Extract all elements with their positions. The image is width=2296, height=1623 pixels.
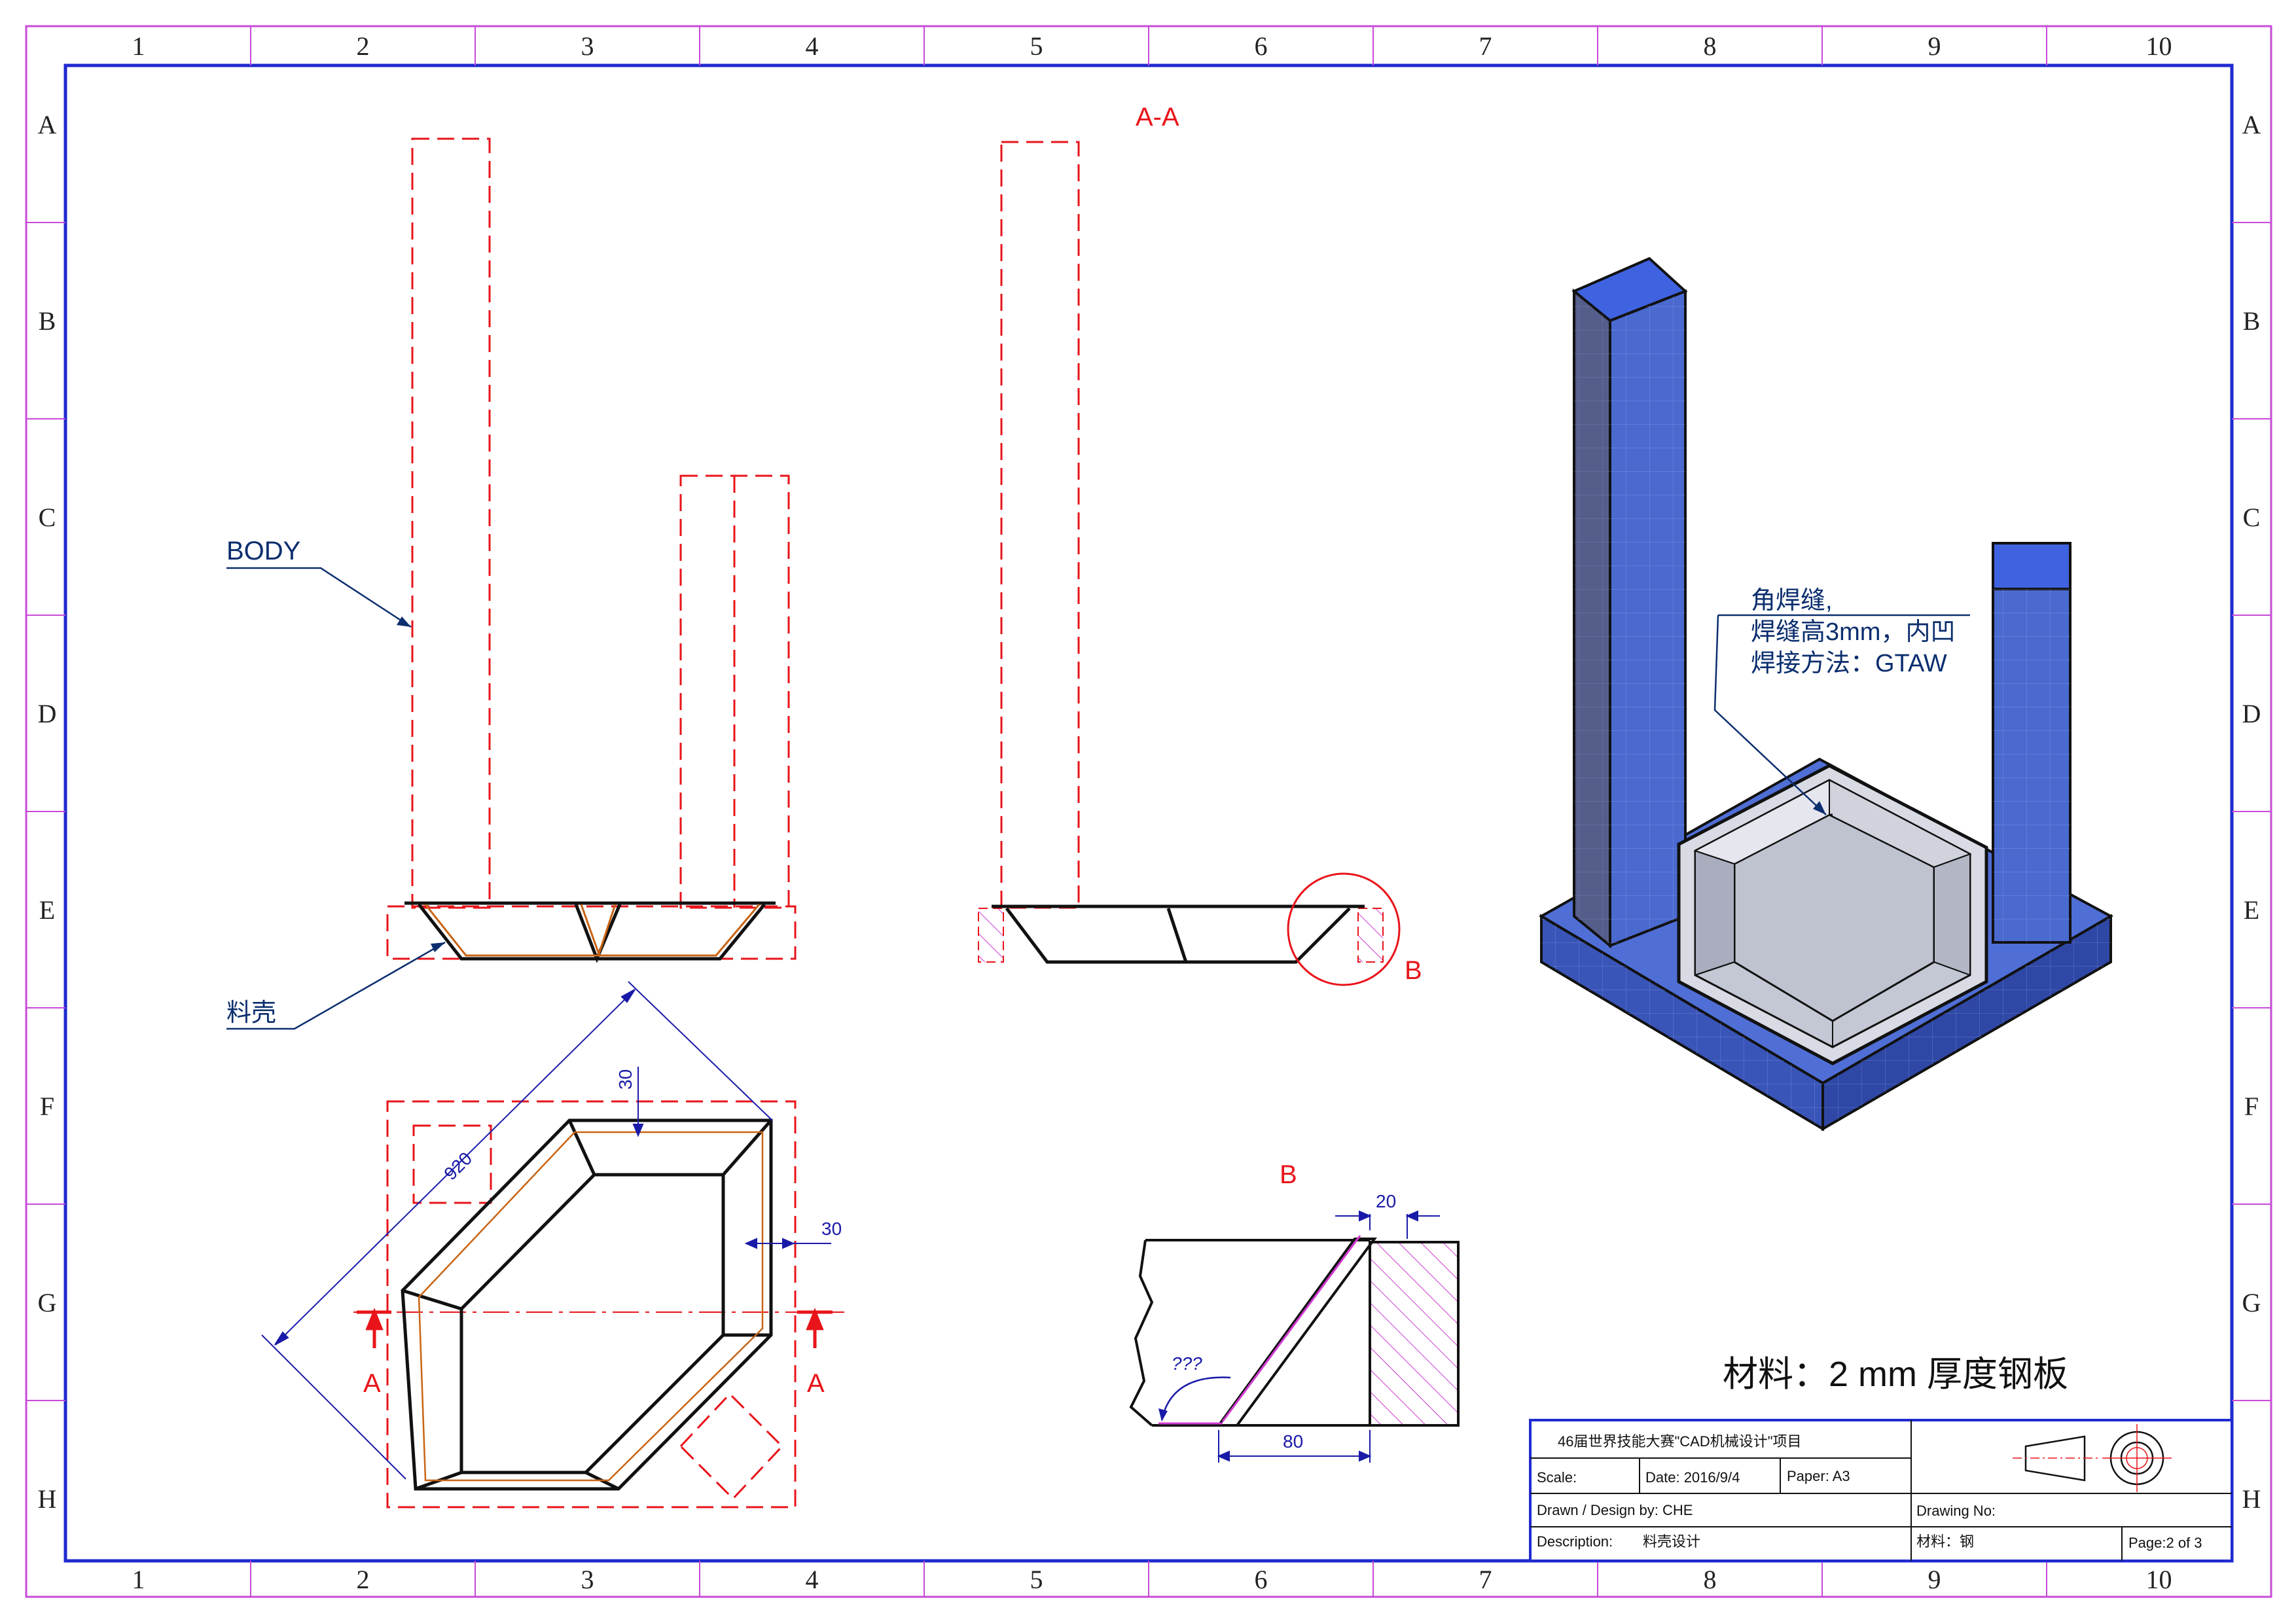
grid-row-label-left: G	[38, 1288, 57, 1317]
shell-label: 料壳	[226, 999, 276, 1027]
grid-col-label-top: 7	[1479, 31, 1492, 61]
dimension-side-30	[744, 1238, 831, 1249]
grid-col-label-bottom: 2	[357, 1565, 370, 1594]
body-label: BODY	[226, 537, 300, 565]
weld-note-line1: 角焊缝,	[1751, 587, 1833, 615]
grid-col-label-bottom: 4	[806, 1565, 819, 1594]
dimension-20	[1335, 1210, 1440, 1239]
grid-row-label-right: A	[2242, 110, 2261, 139]
grid-row-label-left: F	[40, 1092, 54, 1121]
grid-col-label-top: 10	[2146, 31, 2172, 61]
grid-col-label-bottom: 7	[1479, 1565, 1492, 1594]
grid-row-label-left: B	[39, 306, 56, 336]
tb-scale: Scale:	[1537, 1469, 1577, 1486]
grid-row-label-left: A	[38, 110, 57, 139]
tb-description-value: 料壳设计	[1643, 1533, 1700, 1550]
grid-row-label-left: C	[39, 503, 56, 532]
grid-col-label-top: 2	[357, 31, 370, 61]
weld-note-line2: 焊缝高3mm，内凹	[1751, 618, 1955, 646]
grid-row-label-right: E	[2244, 895, 2259, 925]
grid-col-label-bottom: 1	[132, 1565, 145, 1594]
tb-page: Page:2 of 3	[2128, 1535, 2202, 1551]
grid-row-label-left: H	[38, 1484, 57, 1514]
grid-col-label-bottom: 5	[1030, 1565, 1043, 1594]
dim-920-text: 920	[440, 1148, 476, 1184]
dim-side-30-text: 30	[821, 1219, 842, 1239]
detail-marker: B	[1405, 956, 1422, 985]
grid-row-label-right: C	[2243, 503, 2261, 532]
grid-col-label-bottom: 9	[1928, 1565, 1941, 1594]
dim-20-text: 20	[1376, 1191, 1396, 1211]
grid-row-label-right: H	[2242, 1484, 2261, 1514]
grid-row-label-right: B	[2243, 306, 2261, 336]
tb-material: 材料：钢	[1916, 1533, 1974, 1550]
section-title: A-A	[1136, 103, 1179, 132]
tb-drawn-by: Drawn / Design by: CHE	[1537, 1502, 1693, 1518]
grid-col-label-top: 1	[132, 31, 145, 61]
dimension-80	[1217, 1430, 1372, 1463]
shell-leader: 料壳	[226, 941, 446, 1030]
section-arrow-left	[357, 1308, 391, 1348]
title-block: 46届世界技能大赛"CAD机械设计"项目 Scale: Date: 2016/9…	[1529, 1419, 2233, 1562]
material-note: 材料：2 mm 厚度钢板	[1723, 1355, 2068, 1394]
body-leader: BODY	[226, 537, 412, 628]
top-view: 920 30 30 A A	[261, 981, 844, 1508]
detail-circle-b	[1287, 872, 1401, 986]
tb-title: 46届世界技能大赛"CAD机械设计"项目	[1558, 1433, 1802, 1450]
grid-col-label-bottom: 3	[581, 1565, 594, 1594]
projection-symbol-icon	[2013, 1424, 2172, 1492]
grid-ticks	[26, 26, 2271, 1597]
grid-col-label-top: 4	[806, 31, 819, 61]
grid-col-label-top: 3	[581, 31, 594, 61]
detail-view-b: B 20 80 ???	[1129, 1160, 1460, 1463]
grid-col-label-bottom: 6	[1255, 1565, 1268, 1594]
tb-paper: Paper: A3	[1787, 1468, 1850, 1484]
dim-80-text: 80	[1283, 1431, 1303, 1452]
section-mark-left: A	[363, 1369, 381, 1398]
dim-angle-text: ???	[1172, 1353, 1202, 1374]
grid-row-label-left: D	[38, 699, 57, 728]
front-view	[386, 137, 797, 963]
tb-description-label: Description:	[1537, 1533, 1613, 1550]
tb-drawing-no: Drawing No:	[1916, 1503, 1996, 1519]
grid-col-label-bottom: 10	[2146, 1565, 2172, 1594]
isometric-view: 角焊缝, 焊缝高3mm，内凹 焊接方法：GTAW	[1539, 257, 2114, 1132]
grid-row-label-left: E	[39, 895, 55, 925]
grid-row-label-right: F	[2244, 1092, 2259, 1121]
weld-note-line3: 焊接方法：GTAW	[1751, 650, 1947, 677]
grid-col-label-top: 9	[1928, 31, 1941, 61]
dimension-920	[261, 981, 773, 1480]
section-arrow-right	[797, 1308, 833, 1348]
grid-col-label-top: 5	[1030, 31, 1043, 61]
tb-date: Date: 2016/9/4	[1645, 1469, 1740, 1486]
grid-row-label-right: D	[2242, 699, 2261, 728]
section-mark-right: A	[807, 1369, 825, 1398]
grid-col-label-bottom: 8	[1704, 1565, 1717, 1594]
grid-row-label-right: G	[2242, 1288, 2261, 1317]
grid-col-label-top: 8	[1704, 31, 1717, 61]
grid-col-label-top: 6	[1255, 31, 1268, 61]
dim-top-30-text: 30	[615, 1069, 636, 1090]
section-view-aa: A-A B	[978, 103, 1422, 986]
detail-title: B	[1280, 1160, 1297, 1189]
dimension-top-30	[632, 1067, 644, 1137]
